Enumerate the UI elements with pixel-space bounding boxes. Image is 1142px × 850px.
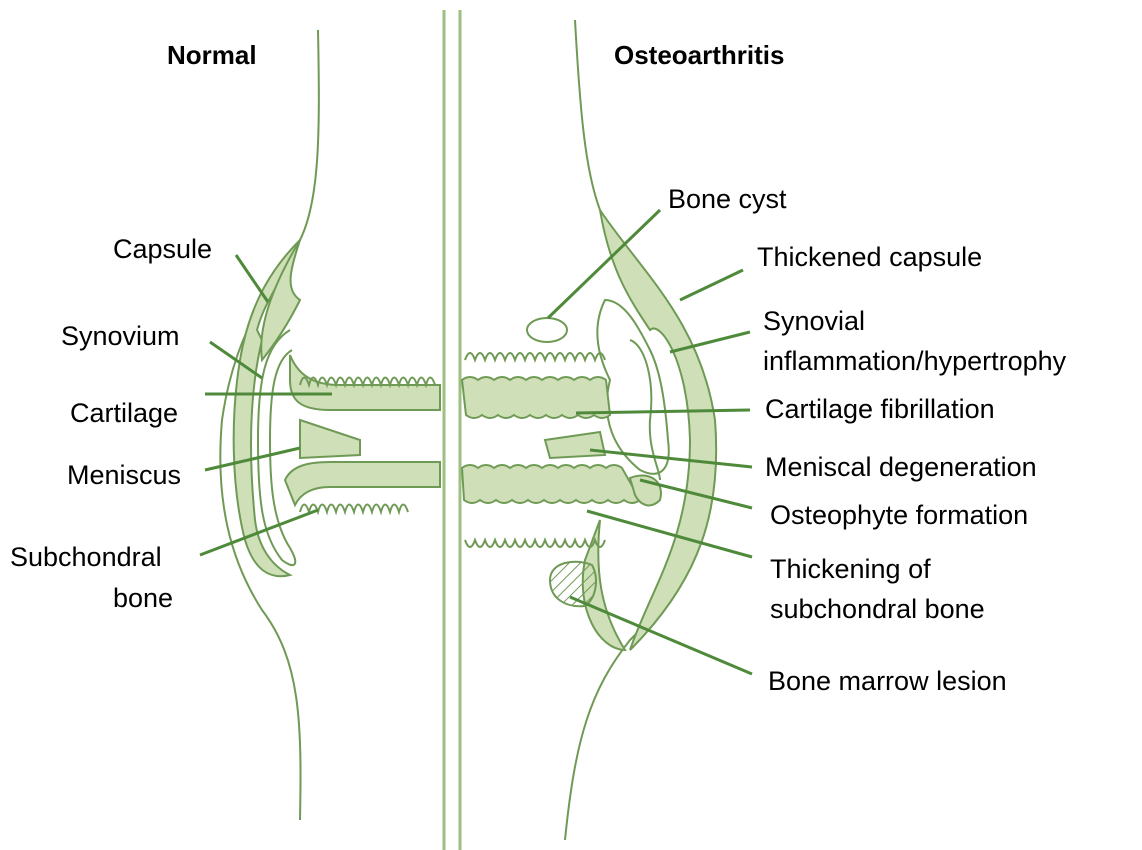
oa-meniscus xyxy=(545,432,605,458)
label-thickening-line2: subchondral bone xyxy=(770,594,985,624)
label-capsule: Capsule xyxy=(113,234,212,264)
label-osteophyte-formation: Osteophyte formation xyxy=(770,500,1028,530)
label-thickening-line1: Thickening of xyxy=(770,554,931,584)
normal-joint xyxy=(220,30,440,820)
capsule-leader xyxy=(236,255,268,302)
thickening-leader xyxy=(587,511,752,557)
oa-lower-synovial-folds xyxy=(465,540,605,547)
meniscus-leader xyxy=(205,448,300,470)
label-meniscus: Meniscus xyxy=(67,460,181,490)
label-thickened-capsule: Thickened capsule xyxy=(757,242,982,272)
oa-joint xyxy=(462,20,716,840)
header-normal: Normal xyxy=(167,40,257,70)
label-synovium: Synovium xyxy=(61,321,180,351)
oa-bone-cyst xyxy=(527,318,567,342)
header-osteoarthritis: Osteoarthritis xyxy=(614,40,785,70)
label-meniscal-degeneration: Meniscal degeneration xyxy=(765,452,1037,482)
label-subchondral-line1: Subchondral xyxy=(10,542,162,572)
center-divider xyxy=(444,10,460,850)
label-cartilage-fibrillation: Cartilage fibrillation xyxy=(765,394,995,424)
thickened-capsule-leader xyxy=(680,270,743,300)
oa-thickened-capsule xyxy=(600,210,716,650)
label-synovial-line2: inflammation/hypertrophy xyxy=(763,346,1067,376)
label-synovial-line1: Synovial xyxy=(763,306,865,336)
oa-upper-synovial-folds xyxy=(465,353,605,360)
label-cartilage: Cartilage xyxy=(70,398,178,428)
label-subchondral-line2: bone xyxy=(113,583,173,613)
oa-lower-cartilage xyxy=(462,465,640,503)
label-bone-marrow-lesion: Bone marrow lesion xyxy=(768,666,1007,696)
normal-meniscus xyxy=(300,420,360,458)
normal-lower-cartilage xyxy=(285,462,440,505)
label-bone-cyst: Bone cyst xyxy=(668,184,787,214)
